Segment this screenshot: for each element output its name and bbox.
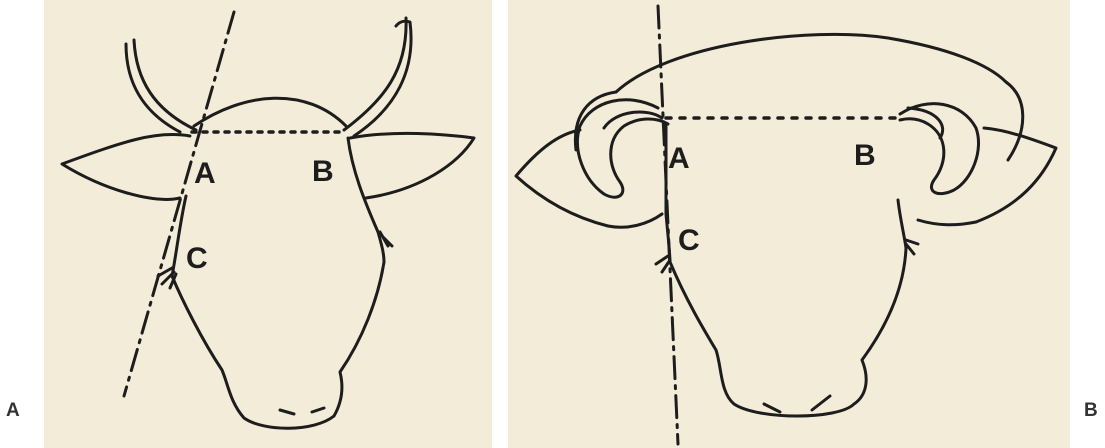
left-nostril <box>280 410 294 414</box>
left-nostril <box>764 404 780 412</box>
label-a-panel-b: A <box>668 142 690 175</box>
label-c-panel-b: C <box>678 224 700 257</box>
label-b-panel-b: B <box>854 139 876 172</box>
label-c-panel-a: C <box>186 242 208 275</box>
left-face-outline <box>172 196 384 428</box>
right-nostril <box>812 396 830 410</box>
left-horn <box>126 44 180 132</box>
panel-b-cow-head: A B C <box>508 0 1070 448</box>
panel-letter-b: B <box>1084 400 1098 422</box>
label-b-panel-a: B <box>312 155 334 188</box>
cow-head-a-drawing: A B C <box>44 0 492 448</box>
left-ear <box>516 130 608 226</box>
right-nostril <box>312 408 324 412</box>
right-face-outline <box>348 138 384 262</box>
right-horn <box>900 104 979 194</box>
poll <box>194 98 346 126</box>
left-ear <box>62 134 190 199</box>
right-ear <box>350 133 474 198</box>
right-horn <box>344 18 406 130</box>
head-arch <box>616 34 1006 92</box>
label-a-panel-a: A <box>194 157 216 190</box>
panel-a-cow-head: A B C <box>44 0 492 448</box>
panel-letter-a: A <box>6 400 20 422</box>
cow-head-b-drawing: A B C <box>508 0 1070 448</box>
